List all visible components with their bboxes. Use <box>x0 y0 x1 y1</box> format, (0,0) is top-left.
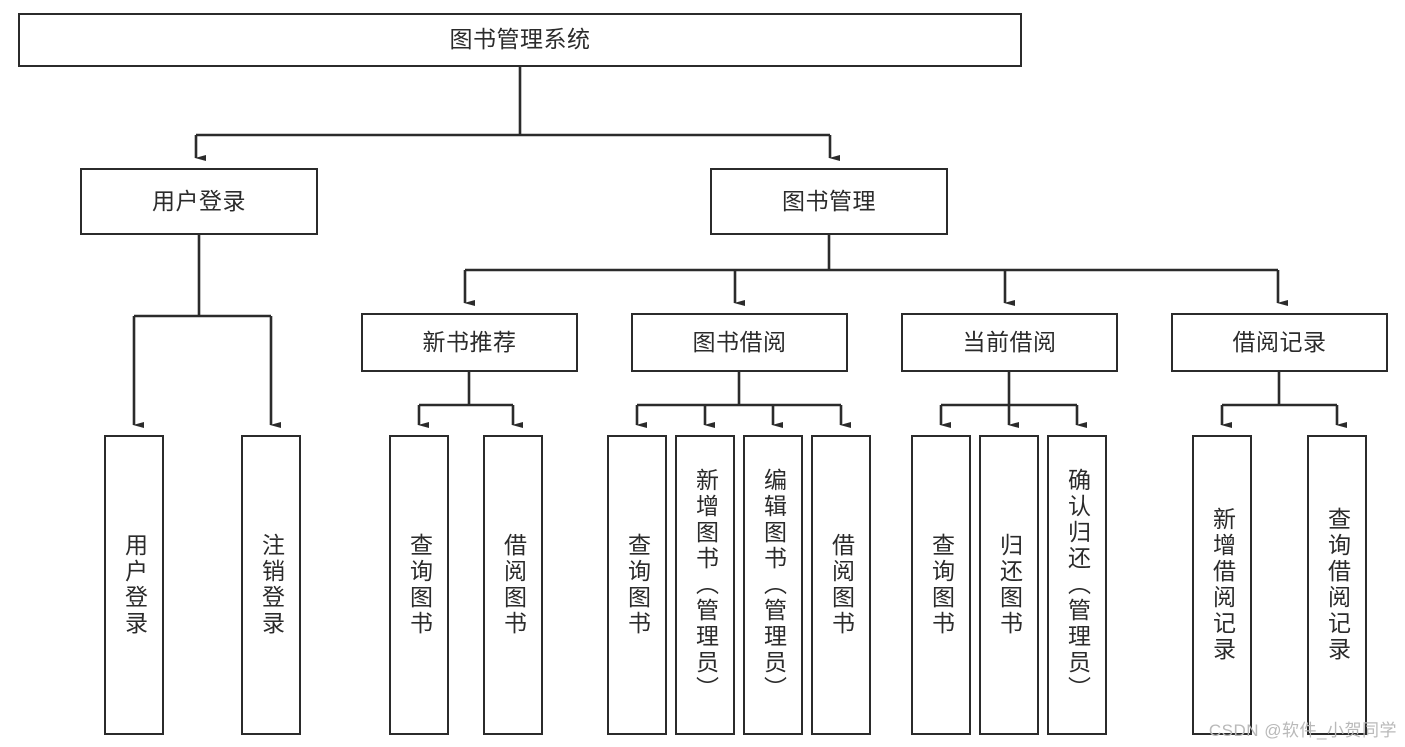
node-book-management[interactable]: 图书管理 <box>710 168 948 235</box>
node-label: 注销登录 <box>258 533 285 637</box>
node-book-management-system[interactable]: 图书管理系统 <box>18 13 1022 67</box>
leaf-confirm-return-admin[interactable]: 确认归还（管理员） <box>1047 435 1107 735</box>
leaf-user-login[interactable]: 用户登录 <box>104 435 164 735</box>
node-label: 用户登录 <box>152 187 246 214</box>
leaf-query-book-current[interactable]: 查询图书 <box>911 435 971 735</box>
node-label: 查询图书 <box>624 533 651 637</box>
node-label: 查询借阅记录 <box>1324 507 1351 663</box>
node-label: 图书管理 <box>782 187 876 214</box>
node-label: 借阅图书 <box>828 533 855 637</box>
leaf-borrow-book-borrow[interactable]: 借阅图书 <box>811 435 871 735</box>
node-label: 当前借阅 <box>962 328 1057 355</box>
leaf-borrow-book-newbook[interactable]: 借阅图书 <box>483 435 543 735</box>
node-label: 图书管理系统 <box>449 26 591 53</box>
node-book-borrow[interactable]: 图书借阅 <box>631 313 848 372</box>
node-label: 查询图书 <box>928 533 955 637</box>
node-label: 确认归还（管理员） <box>1064 468 1091 702</box>
node-label: 归还图书 <box>996 533 1023 637</box>
node-label: 新增图书（管理员） <box>692 468 719 702</box>
leaf-edit-book-admin[interactable]: 编辑图书（管理员） <box>743 435 803 735</box>
leaf-query-borrow-record[interactable]: 查询借阅记录 <box>1307 435 1367 735</box>
node-label: 查询图书 <box>406 533 433 637</box>
node-current-borrow[interactable]: 当前借阅 <box>901 313 1118 372</box>
leaf-query-book-borrow[interactable]: 查询图书 <box>607 435 667 735</box>
node-new-book-recommend[interactable]: 新书推荐 <box>361 313 578 372</box>
leaf-add-borrow-record[interactable]: 新增借阅记录 <box>1192 435 1252 735</box>
node-label: 编辑图书（管理员） <box>760 468 787 702</box>
node-label: 图书借阅 <box>692 328 787 355</box>
node-user-login[interactable]: 用户登录 <box>80 168 318 235</box>
leaf-query-book-newbook[interactable]: 查询图书 <box>389 435 449 735</box>
node-label: 用户登录 <box>121 533 148 637</box>
node-borrow-record[interactable]: 借阅记录 <box>1171 313 1388 372</box>
leaf-add-book-admin[interactable]: 新增图书（管理员） <box>675 435 735 735</box>
node-label: 新书推荐 <box>422 328 517 355</box>
leaf-logout[interactable]: 注销登录 <box>241 435 301 735</box>
node-label: 借阅记录 <box>1232 328 1327 355</box>
node-label: 新增借阅记录 <box>1209 507 1236 663</box>
node-label: 借阅图书 <box>500 533 527 637</box>
leaf-return-book[interactable]: 归还图书 <box>979 435 1039 735</box>
